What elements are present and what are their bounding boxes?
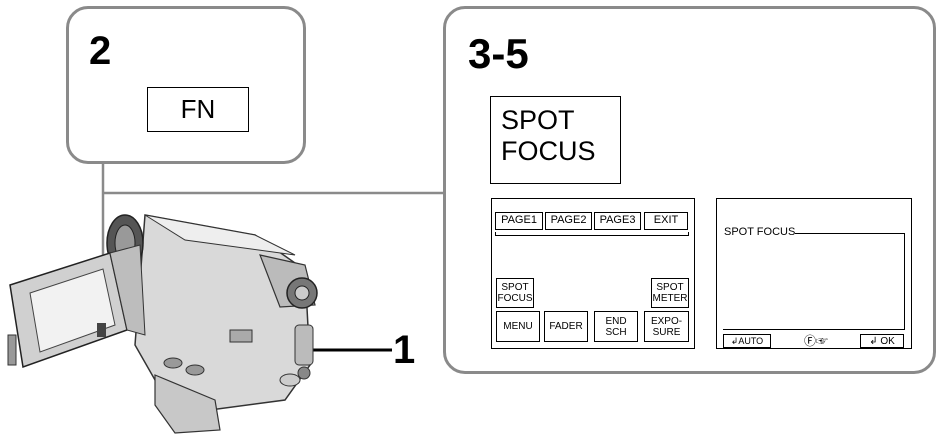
frame-bottom-line	[723, 329, 905, 330]
fader-button[interactable]: FADER	[544, 311, 588, 342]
ok-button[interactable]: ↲ OK	[860, 334, 904, 348]
tab-exit[interactable]: EXIT	[644, 212, 688, 230]
exposure-button[interactable]: EXPO- SURE	[644, 311, 689, 342]
spot-focus-line1: SPOT	[501, 105, 575, 135]
return-arrow-icon: ↲	[869, 335, 881, 347]
tab-page2[interactable]: PAGE2	[545, 212, 592, 230]
spot-focus-line2: FOCUS	[501, 136, 596, 166]
menu-button[interactable]: MENU	[496, 311, 540, 342]
return-arrow-icon: ↲	[730, 335, 739, 346]
end-search-button[interactable]: END SCH	[594, 311, 638, 342]
tab-underline	[495, 232, 689, 236]
focus-hand-icon: Ⓕ☞	[804, 334, 829, 348]
step-3-5-number: 3-5	[468, 30, 529, 77]
spot-focus-screen: SPOT FOCUS ↲AUTO Ⓕ☞ ↲ OK	[716, 198, 912, 349]
frame-top-line	[795, 233, 905, 234]
step-3-5-panel: 3-5 SPOT FOCUS PAGE1 PAGE2 PAGE3 EXIT SP…	[443, 6, 936, 374]
spot-meter-button[interactable]: SPOT METER	[651, 278, 689, 308]
step-1-number: 1	[393, 328, 416, 372]
auto-label: AUTO	[738, 335, 764, 346]
tab-page3[interactable]: PAGE3	[594, 212, 641, 230]
fn-button[interactable]: FN	[147, 87, 249, 132]
step-2-panel: 2 FN	[66, 6, 306, 164]
touch-panel-screen: PAGE1 PAGE2 PAGE3 EXIT SPOT FOCUS SPOT M…	[491, 198, 695, 349]
spot-focus-label-box: SPOT FOCUS	[490, 96, 621, 184]
step-2-number: 2	[89, 29, 112, 73]
spot-focus-button[interactable]: SPOT FOCUS	[496, 278, 534, 308]
ok-label: OK	[880, 335, 895, 347]
spot-focus-title: SPOT FOCUS	[724, 226, 796, 238]
camcorder-illustration	[7, 214, 318, 434]
auto-button[interactable]: ↲AUTO	[723, 334, 771, 348]
frame-right-line	[904, 233, 905, 329]
tab-page1[interactable]: PAGE1	[495, 212, 543, 230]
